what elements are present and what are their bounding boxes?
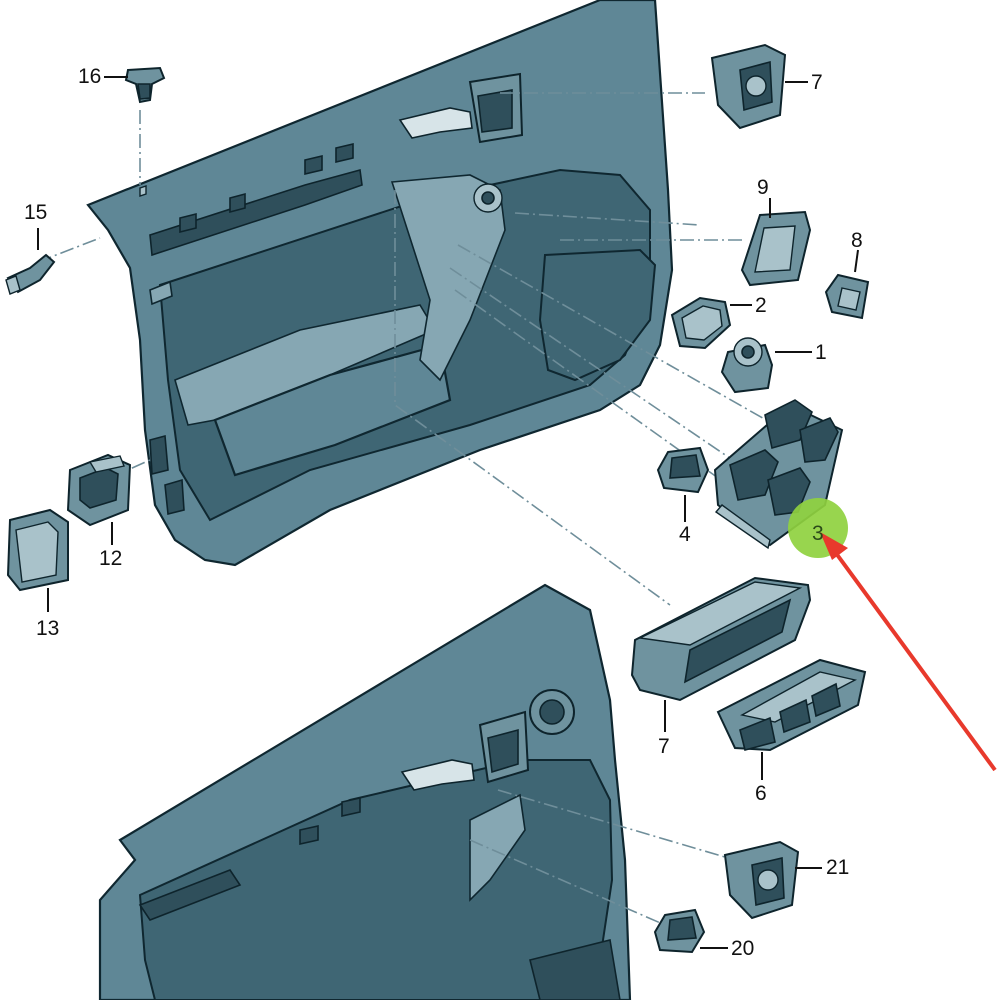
part-16-clip[interactable] (124, 66, 166, 104)
part-3-window-switch[interactable] (713, 399, 844, 550)
dash-leaders (37, 92, 776, 926)
callout-4: 4 (679, 523, 691, 546)
part-21-mirror-switch[interactable] (723, 840, 800, 920)
callout-16: 16 (78, 65, 102, 88)
upper-door-panel (86, 0, 674, 567)
callout-8: 7 (811, 71, 823, 94)
part-13-trim[interactable] (6, 508, 69, 592)
part-12-switch[interactable] (66, 453, 132, 527)
lower-door-panel (98, 583, 632, 1000)
callout-21: 21 (826, 856, 850, 879)
part-4-single-switch[interactable] (656, 446, 710, 494)
highlight-label: 3 (812, 522, 824, 545)
callout-1: 1 (815, 341, 827, 364)
part-7-bezel[interactable] (630, 576, 812, 702)
red-arrow-shaft (828, 543, 997, 772)
part-15-pin[interactable] (5, 253, 56, 295)
part-1-knob[interactable] (720, 337, 774, 394)
part-20-single-switch[interactable] (653, 908, 706, 954)
callout-13: 13 (36, 617, 60, 640)
callout-15: 15 (24, 201, 48, 224)
highlight-annotation: 3 (788, 498, 997, 772)
callout-6: 6 (755, 782, 767, 805)
callout-leaders (37, 76, 859, 949)
callout-9: 8 (851, 229, 863, 252)
callout-20: 20 (731, 937, 755, 960)
part-8-mirror-switch[interactable] (710, 43, 787, 130)
part-6-switch-block[interactable] (716, 658, 867, 752)
callout-2: 2 (755, 294, 767, 317)
red-arrow-head (820, 532, 848, 560)
callout-12: 12 (99, 547, 123, 570)
callout-10: 9 (757, 176, 769, 199)
part-10-bezel[interactable] (740, 210, 812, 287)
callout-7: 7 (658, 735, 670, 758)
part-2-ring[interactable] (670, 296, 732, 350)
part-9-switch[interactable] (824, 273, 870, 320)
